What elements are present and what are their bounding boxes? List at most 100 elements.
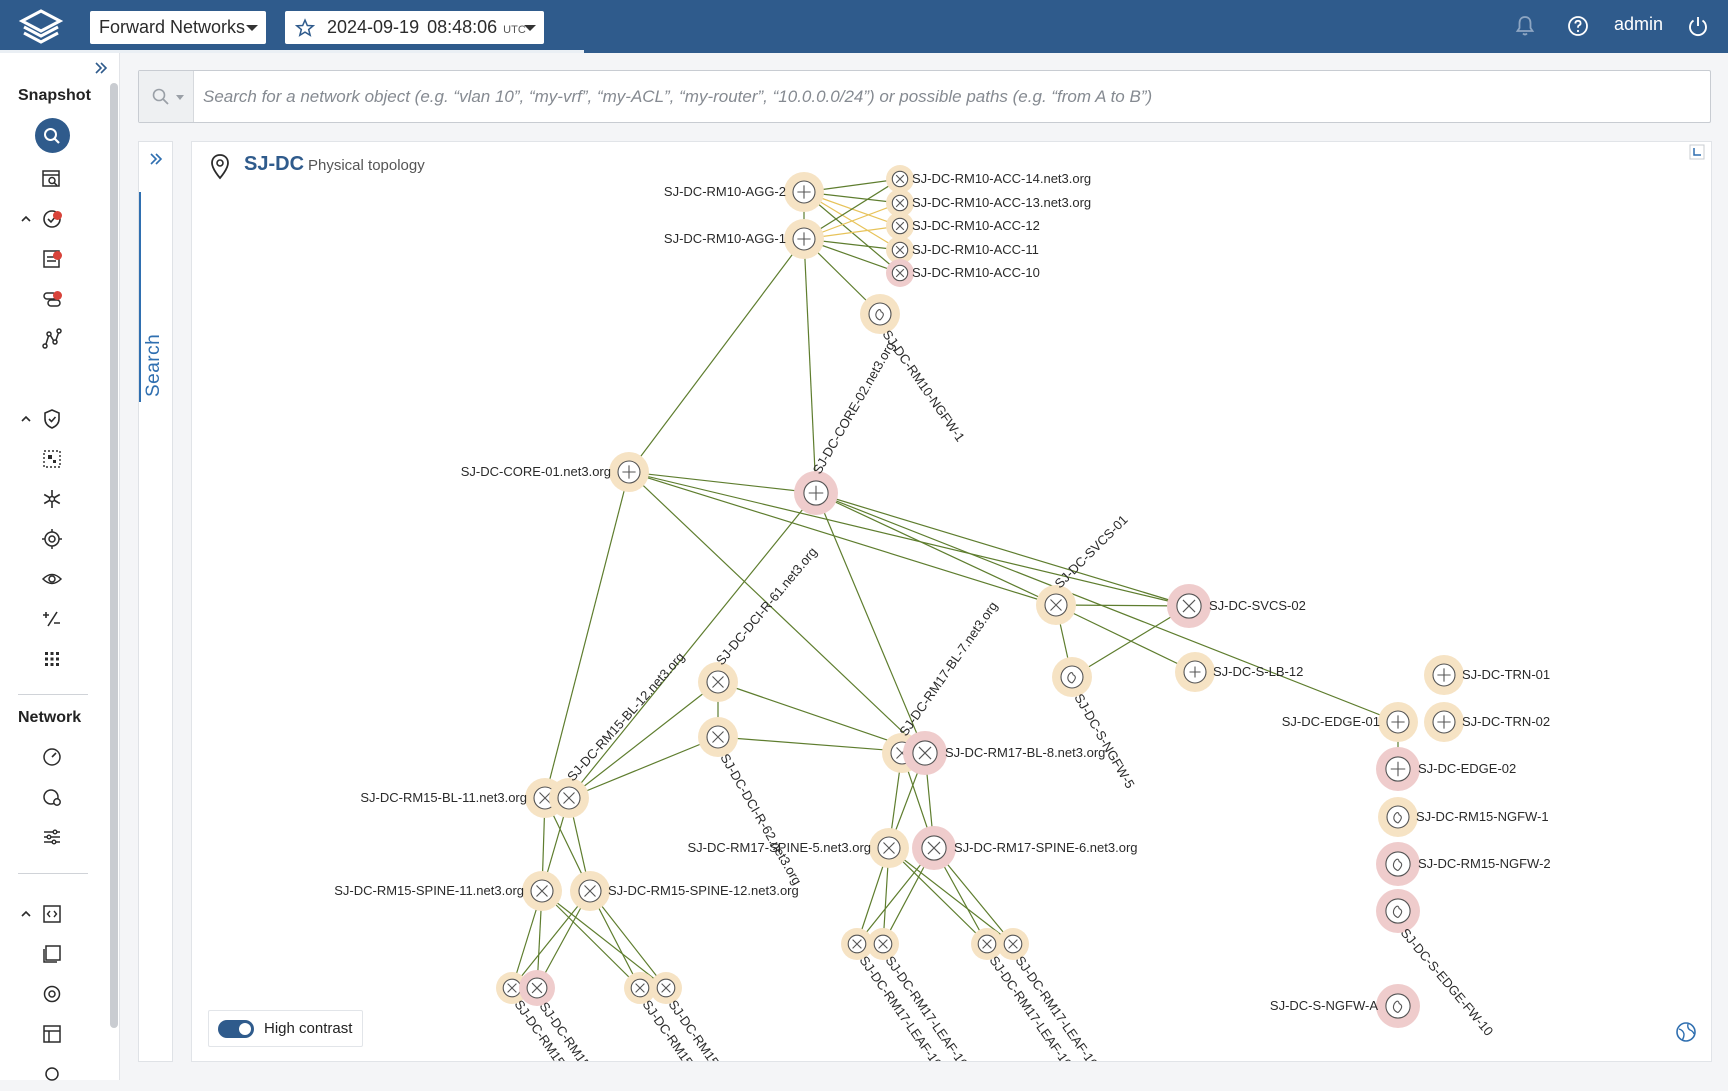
table-settings-icon[interactable] xyxy=(40,1022,64,1046)
node-label[interactable]: SJ-DC-SVCS-02 xyxy=(1209,598,1306,613)
topology-node[interactable]: SJ-DC-TRN-01 xyxy=(1424,655,1550,695)
visibility-icon[interactable] xyxy=(40,567,64,591)
topology-node[interactable]: SJ-DC-EDGE-02 xyxy=(1376,747,1516,791)
topology-node[interactable]: SJ-DC-S-NGFW-A xyxy=(1270,984,1420,1028)
code-file-icon[interactable] xyxy=(40,902,64,926)
node-label[interactable]: SJ-DC-CORE-02.net3.org xyxy=(810,339,898,477)
topology-node[interactable]: SJ-DC-RM15-SPINE-12.net3.org xyxy=(570,871,799,911)
search-type-button[interactable] xyxy=(139,71,194,122)
topology-link[interactable] xyxy=(589,890,667,989)
node-label[interactable]: SJ-DC-RM15-SPINE-11.net3.org xyxy=(334,883,524,898)
chevron-up-icon[interactable] xyxy=(20,413,32,425)
topology-link[interactable] xyxy=(815,492,1399,723)
snowflake-icon[interactable] xyxy=(40,487,64,511)
topology-node[interactable]: SJ-DC-TRN-02 xyxy=(1424,702,1550,742)
topology-node[interactable]: SJ-DC-CORE-01.net3.org xyxy=(461,452,649,492)
topology-link[interactable] xyxy=(628,471,926,754)
snapshot-selector[interactable]: 2024-09-19 08:48:06 UTC xyxy=(285,11,544,44)
topology-node[interactable]: SJ-DC-SVCS-01 xyxy=(1036,512,1131,625)
node-label[interactable]: SJ-DC-RM17-SPINE-5.net3.org xyxy=(688,840,872,855)
topology-link[interactable] xyxy=(511,890,591,989)
node-label[interactable]: SJ-DC-RM17-SPINE-6.net3.org xyxy=(954,840,1138,855)
topology-link[interactable] xyxy=(568,736,719,799)
node-label[interactable]: SJ-DC-TRN-02 xyxy=(1462,714,1550,729)
network-selector[interactable]: Forward Networks xyxy=(90,11,266,44)
high-contrast-toggle[interactable] xyxy=(218,1019,254,1038)
node-label[interactable]: SJ-DC-S-NGFW-5 xyxy=(1071,691,1137,791)
network-settings-icon[interactable] xyxy=(40,785,64,809)
topology-node[interactable]: SJ-DC-RM15-SPINE-11.net3.org xyxy=(334,871,562,911)
layout-corner-icon[interactable] xyxy=(1689,144,1705,160)
topology-node[interactable]: SJ-DC-RM15-BL-12.net3.org xyxy=(549,649,687,818)
topology-link[interactable] xyxy=(541,890,667,989)
node-label[interactable]: SJ-DC-CORE-01.net3.org xyxy=(461,464,611,479)
node-label[interactable]: SJ-DC-RM10-AGG-1 xyxy=(664,231,786,246)
node-label[interactable]: SJ-DC-RM10-ACC-10 xyxy=(912,265,1040,280)
chevron-up-icon[interactable] xyxy=(20,213,32,225)
chevron-up-icon[interactable] xyxy=(20,908,32,920)
checks-icon[interactable] xyxy=(40,207,64,231)
links-icon[interactable] xyxy=(40,982,64,1006)
site-title[interactable]: SJ-DC xyxy=(244,153,305,175)
shield-check-icon[interactable] xyxy=(40,407,64,431)
bell-icon[interactable] xyxy=(1513,14,1537,38)
expand-panel-icon[interactable] xyxy=(149,152,163,166)
topology-link[interactable] xyxy=(568,492,817,799)
search-nav-button[interactable] xyxy=(35,118,70,153)
dashboard-icon[interactable] xyxy=(40,745,64,769)
topology-node[interactable]: SJ-DC-RM15-NGFW-1 xyxy=(1378,797,1549,837)
search-icon[interactable] xyxy=(40,124,64,148)
topology-node[interactable]: SJ-DC-RM17-SPINE-6.net3.org xyxy=(912,826,1138,870)
search-side-panel-tab[interactable]: Search xyxy=(138,141,173,1062)
topology-node[interactable]: SJ-DC-S-NGFW-5 xyxy=(1052,657,1138,791)
node-label[interactable]: SJ-DC-RM10-AGG-2 xyxy=(664,184,786,199)
help-icon[interactable] xyxy=(1566,14,1590,38)
topology-node[interactable]: SJ-DC-S-LB-12 xyxy=(1175,652,1303,692)
topology-node[interactable]: SJ-DC-DCI-R-61.net3.org xyxy=(698,544,820,702)
node-label[interactable]: SJ-DC-RM15-BL-12.net3.org xyxy=(564,649,687,784)
node-label[interactable]: SJ-DC-EDGE-02 xyxy=(1418,761,1516,776)
node-label[interactable]: SJ-DC-TRN-01 xyxy=(1462,667,1550,682)
predefined-checks-icon[interactable] xyxy=(40,287,64,311)
node-label[interactable]: SJ-DC-EDGE-01 xyxy=(1282,714,1380,729)
node-label[interactable]: SJ-DC-DCI-R-61.net3.org xyxy=(713,544,820,668)
topology-link[interactable] xyxy=(628,471,817,494)
topology-node[interactable]: SJ-DC-RM10-ACC-14.net3.org xyxy=(886,165,1091,193)
topology-link[interactable] xyxy=(541,890,641,989)
node-label[interactable]: SJ-DC-RM15-BL-11.net3.org xyxy=(360,790,527,805)
diff-icon[interactable] xyxy=(40,607,64,631)
node-label[interactable]: SJ-DC-RM10-ACC-13.net3.org xyxy=(912,195,1091,210)
user-menu[interactable]: admin xyxy=(1614,14,1664,34)
library-icon[interactable] xyxy=(40,942,64,966)
power-icon[interactable] xyxy=(1686,14,1710,38)
collapse-sidebar-icon[interactable] xyxy=(94,61,108,75)
topology-canvas[interactable]: SJ-DC-RM10-AGG-2SJ-DC-RM10-AGG-1SJ-DC-RM… xyxy=(192,142,1712,1062)
sidebar-scrollbar[interactable] xyxy=(110,83,118,1028)
topology-node[interactable]: SJ-DC-RM10-ACC-13.net3.org xyxy=(886,189,1091,217)
topology-link[interactable] xyxy=(568,681,719,799)
search-input[interactable] xyxy=(203,71,1693,122)
node-label[interactable]: SJ-DC-RM10-ACC-14.net3.org xyxy=(912,171,1091,186)
topology-link[interactable] xyxy=(888,847,1014,945)
topology-link[interactable] xyxy=(1055,604,1190,607)
topology-link[interactable] xyxy=(815,492,1057,606)
node-label[interactable]: SJ-DC-DCI-R-62.net3.org xyxy=(717,751,804,887)
node-label[interactable]: SJ-DC-RM10-ACC-12 xyxy=(912,218,1040,233)
topology-link[interactable] xyxy=(815,492,926,754)
target-icon[interactable] xyxy=(40,527,64,551)
node-label[interactable]: SJ-DC-RM10-ACC-11 xyxy=(912,242,1039,257)
node-label[interactable]: SJ-DC-RM15-NGFW-2 xyxy=(1418,856,1551,871)
topology-link[interactable] xyxy=(628,471,1190,607)
apps-grid-icon[interactable] xyxy=(40,647,64,671)
topology-node[interactable]: SJ-DC-RM10-ACC-10 xyxy=(886,259,1040,287)
intent-checks-icon[interactable] xyxy=(40,247,64,271)
globe-icon[interactable] xyxy=(1675,1021,1697,1043)
topology-link[interactable] xyxy=(628,471,1057,606)
node-label[interactable]: SJ-DC-S-NGFW-A xyxy=(1270,998,1378,1013)
topology-node[interactable]: SJ-DC-RM17-BL-8.net3.org xyxy=(903,731,1105,775)
topology-node[interactable]: SJ-DC-RM15-BL-11.net3.org xyxy=(360,778,565,818)
node-label[interactable]: SJ-DC-SVCS-01 xyxy=(1052,512,1131,591)
topology-node[interactable]: SJ-DC-RM10-ACC-11 xyxy=(886,236,1039,264)
topology-node[interactable]: SJ-DC-SVCS-02 xyxy=(1167,584,1306,628)
topology-node[interactable]: SJ-DC-RM10-ACC-12 xyxy=(886,212,1040,240)
